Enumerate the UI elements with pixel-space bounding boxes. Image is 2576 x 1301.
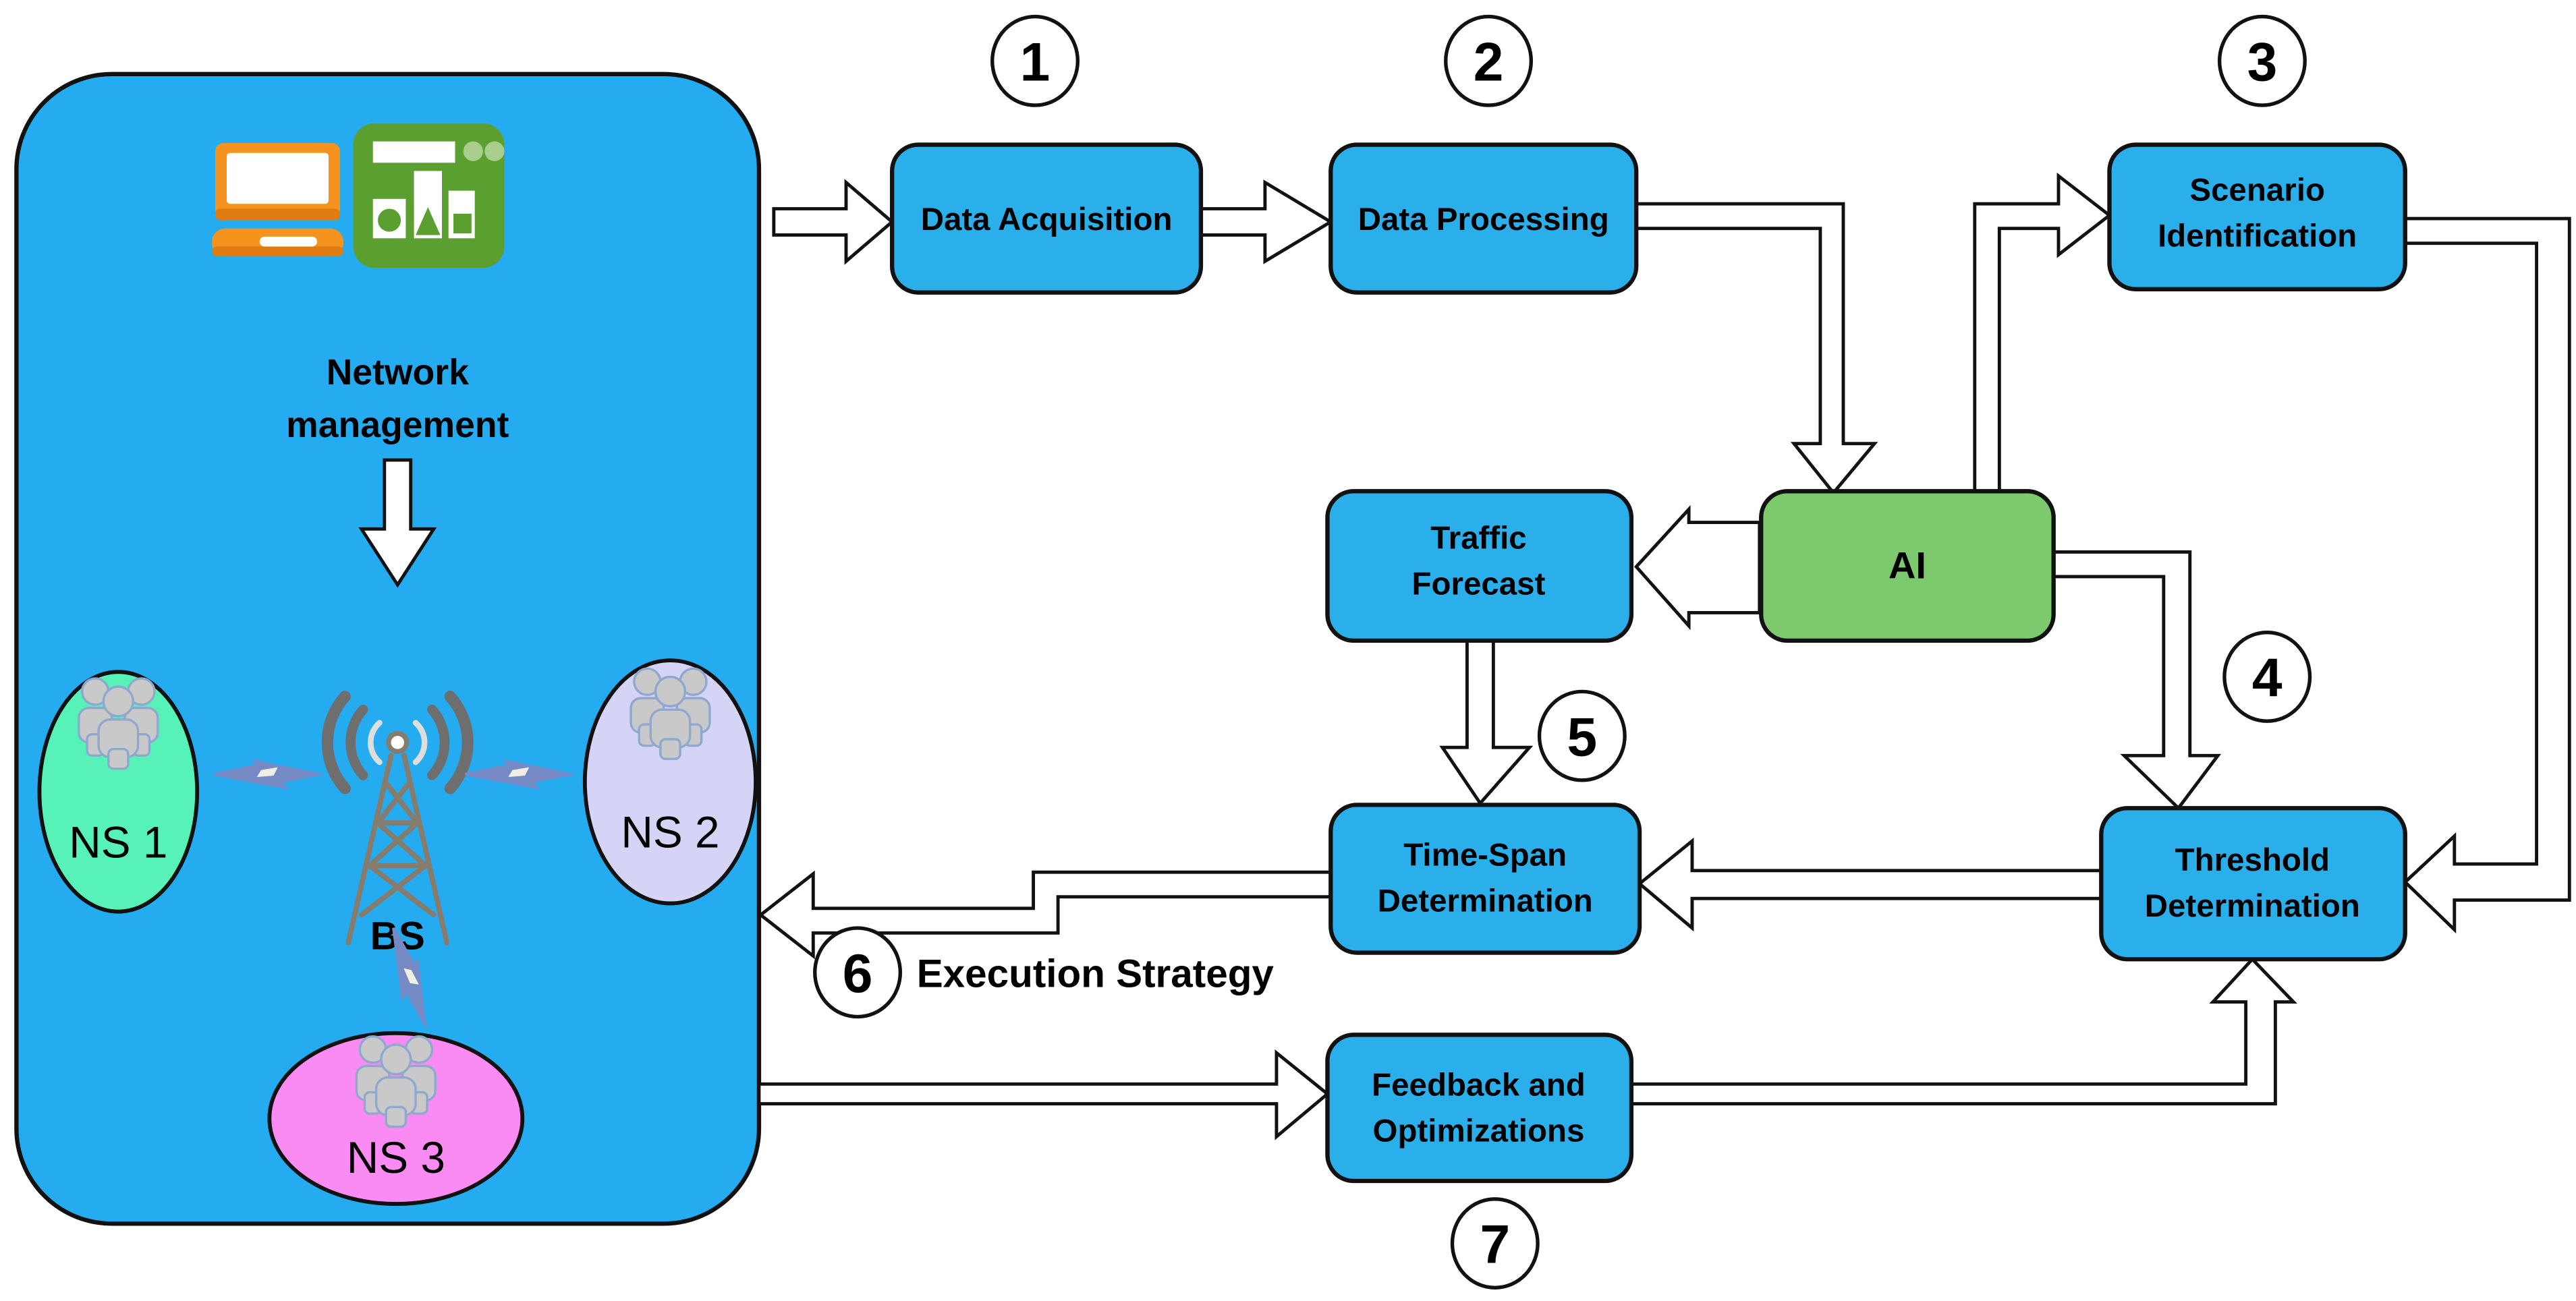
box-data-acquisition-label: Data Acquisition (921, 202, 1173, 237)
box-ai-label: AI (1888, 544, 1926, 586)
box-feedback-label-line1: Feedback and (1372, 1067, 1586, 1103)
box-ai: AI (1759, 489, 2056, 643)
box-data-processing-label: Data Processing (1358, 202, 1609, 237)
people-icon (355, 1035, 437, 1128)
ns1-slice: NS 1 (37, 670, 200, 914)
step-circle-5: 5 (1537, 689, 1627, 782)
arrow-container-to-data-acquisition (772, 179, 895, 265)
step-circle-3: 3 (2217, 14, 2307, 107)
step-number-6: 6 (843, 944, 873, 1004)
step-number-1: 1 (1020, 32, 1051, 93)
step-number-2: 2 (1474, 32, 1504, 93)
network-container-box (14, 71, 762, 1226)
arrow-scenario-identification-to-threshold (2400, 216, 2571, 934)
people-icon (629, 667, 711, 760)
arrow-ai-to-traffic-forecast (1633, 504, 1762, 631)
step-circle-7: 7 (1450, 1197, 1540, 1290)
network-container: Network management NS 1 NS 2 NS 3 (14, 71, 762, 1226)
radio-waves-icon (321, 691, 474, 794)
box-threshold-label-line2: Determination (2145, 888, 2360, 924)
ns3-label: NS 3 (347, 1132, 445, 1182)
connector-arrows (757, 172, 2571, 1140)
box-time-span-label-line2: Determination (1378, 884, 1593, 919)
step-number-5: 5 (1567, 707, 1598, 768)
box-data-processing: Data Processing (1328, 142, 1639, 295)
box-time-span-determination: Time-Span Determination (1328, 803, 1642, 955)
arrow-time-span-to-container-execution-strategy (758, 870, 1336, 960)
arrow-ai-to-scenario-identification (1973, 172, 2112, 493)
computer-icon (212, 143, 343, 257)
step-circle-4: 4 (2222, 631, 2312, 723)
step-number-4: 4 (2252, 648, 2283, 709)
bs-tower-icon (321, 691, 474, 946)
flow-boxes: Data Acquisition Data Processing Scenari… (890, 142, 2407, 1184)
arrow-ai-to-threshold (2052, 550, 2222, 811)
ns3-slice: NS 3 (267, 1031, 525, 1206)
box-feedback-label-line2: Optimizations (1373, 1114, 1585, 1149)
network-management-title-line2: management (286, 405, 509, 445)
people-icon (78, 677, 159, 770)
dashboard-icon (353, 123, 505, 268)
step-circle-1: 1 (990, 14, 1080, 107)
box-time-span-label-line1: Time-Span (1403, 837, 1567, 873)
box-data-acquisition: Data Acquisition (890, 142, 1204, 295)
network-management-title-line1: Network (327, 353, 469, 393)
step-number-7: 7 (1480, 1215, 1510, 1275)
step-circles: 1 2 3 4 5 6 7 Execution Strategy (813, 14, 2312, 1290)
step-circle-6: 6 (813, 926, 903, 1019)
ns2-slice: NS 2 (582, 658, 758, 906)
arrow-container-to-feedback (757, 1049, 1331, 1140)
box-traffic-forecast: Traffic Forecast (1325, 489, 1634, 643)
ns2-label: NS 2 (621, 807, 719, 857)
execution-strategy-label: Execution Strategy (917, 952, 1275, 996)
ns1-label: NS 1 (69, 817, 167, 867)
arrow-threshold-to-time-span (1637, 837, 2103, 932)
down-arrow-icon (358, 458, 437, 588)
box-threshold-label-line1: Threshold (2175, 842, 2330, 878)
arrow-data-processing-to-ai (1634, 202, 1878, 496)
box-threshold-determination: Threshold Determination (2099, 806, 2407, 962)
arrow-feedback-to-threshold (1629, 956, 2297, 1105)
box-feedback-optimizations: Feedback and Optimizations (1325, 1033, 1634, 1184)
arrow-traffic-forecast-to-time-span (1439, 637, 1534, 806)
box-scenario-identification-label-line2: Identification (2158, 219, 2357, 254)
box-traffic-forecast-label-line2: Forecast (1412, 567, 1546, 602)
box-traffic-forecast-label-line1: Traffic (1430, 521, 1526, 556)
box-scenario-identification-label-line1: Scenario (2189, 172, 2325, 208)
box-scenario-identification: Scenario Identification (2107, 142, 2407, 291)
arrow-data-acquisition-to-data-processing (1199, 179, 1335, 264)
step-circle-2: 2 (1444, 14, 1534, 107)
step-number-3: 3 (2247, 32, 2278, 93)
